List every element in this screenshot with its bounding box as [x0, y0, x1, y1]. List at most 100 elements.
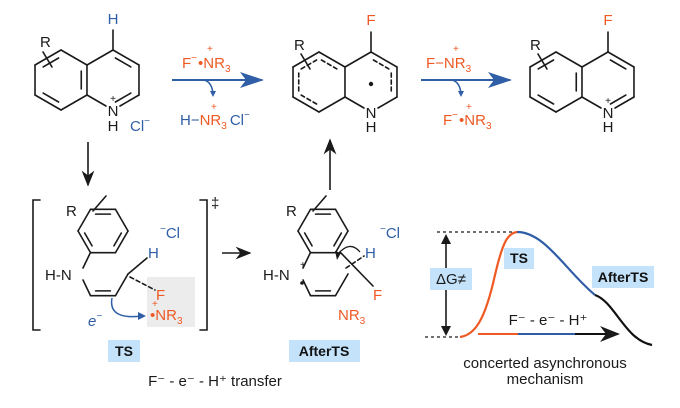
fluoroquinolinium-product: F R N + H	[530, 12, 613, 136]
ring-bond	[334, 273, 349, 297]
nh-atom: H	[366, 119, 377, 136]
proton-arrowhead	[335, 251, 341, 260]
nh-atom: H	[603, 119, 614, 136]
ts-label-bg	[504, 248, 534, 269]
ring-bond	[292, 96, 320, 113]
n-charge: +	[300, 260, 306, 271]
barrier-label: ΔG≠	[436, 271, 466, 288]
c2-n-bond	[82, 279, 92, 297]
c8a-n-bond	[82, 251, 92, 269]
energy-ts-label: TS	[510, 250, 528, 266]
after-transition-state: R H‑N + H F NR3 −Cl AfterTS	[263, 203, 400, 362]
curve-electron-segment	[516, 230, 596, 296]
curve-proton-segment	[594, 293, 653, 347]
barrier-arrowhead-up	[441, 234, 451, 244]
c2-n-bond	[302, 279, 312, 297]
ring-bond	[318, 96, 346, 113]
r-substituent: R	[286, 203, 297, 220]
ring-bond	[555, 51, 583, 68]
energy-afterts-label: AfterTS	[598, 269, 649, 285]
ts-label: TS	[115, 343, 133, 359]
ring-bond	[60, 94, 88, 111]
ring-bond	[370, 51, 398, 68]
ring-bond	[529, 51, 557, 68]
n-atom: N	[366, 105, 377, 122]
h-atom: H	[148, 245, 159, 262]
ring-bond	[114, 230, 129, 254]
left-bracket	[32, 199, 41, 331]
mechanism-caption-line1: concerted asynchronous	[463, 355, 626, 372]
c2-n-bond	[377, 96, 398, 109]
double-bond-inner	[114, 57, 132, 68]
ring-bond	[77, 208, 92, 232]
afterts-label-bg	[592, 266, 654, 288]
ammonium-charge: +	[211, 102, 217, 113]
ring-bond	[318, 51, 346, 68]
double-bond-inner	[333, 232, 343, 247]
electron-transfer-arrow	[110, 297, 143, 318]
right-bracket	[199, 199, 208, 331]
cl-charge: −	[144, 116, 150, 127]
double-bond-inner	[42, 57, 60, 68]
f-atom: F	[603, 12, 612, 29]
electron-label: e−	[88, 311, 102, 330]
r-substituent-bond	[537, 53, 548, 70]
byproduct-arrowhead	[458, 91, 464, 97]
afterts-label-bg	[289, 340, 360, 362]
ring-bond	[34, 49, 62, 66]
c8a-n-bond	[344, 96, 365, 109]
r-substituent: R	[530, 37, 541, 54]
delocalized-bond	[372, 59, 390, 70]
ring-bond	[86, 49, 114, 66]
ring-bond	[114, 273, 129, 297]
aminium-charge: +	[152, 299, 158, 310]
ring-bond	[344, 51, 372, 68]
n-charge: +	[110, 94, 116, 105]
ring-bond	[334, 208, 349, 232]
n-charge: +	[605, 96, 611, 107]
r-substituent-bond	[312, 195, 327, 212]
double-bond-inner	[303, 232, 313, 247]
h-atom: H	[365, 245, 376, 262]
double-bond-inner	[537, 59, 555, 70]
double-bond-inner	[609, 59, 627, 70]
curve-fluoride-segment	[459, 230, 518, 339]
r-substituent: R	[294, 37, 305, 54]
amine: NR3	[338, 307, 366, 327]
ring-bond	[292, 51, 320, 68]
step2-arrow: F−NR3 + F−•NR3 +	[421, 44, 512, 132]
double-bond-inner	[113, 232, 123, 247]
ring-bond	[529, 96, 557, 113]
n-atom: N	[603, 105, 614, 122]
double-bond-inner	[83, 232, 93, 247]
ring-bond	[334, 230, 349, 254]
chloride: Cl−	[130, 116, 150, 135]
delocalized-bond	[320, 59, 338, 70]
energy-profile: ΔG≠ TS AfterTS F⁻ - e⁻ - H⁺ concerted as…	[425, 230, 654, 388]
c-f-bond	[339, 251, 374, 287]
r-substituent-bond	[300, 53, 311, 70]
c8a-n-bond	[86, 94, 107, 107]
c8a-n-bond	[302, 251, 312, 269]
quinolinium-starting-material: H R N + H Cl−	[40, 11, 150, 135]
h-atom: H	[108, 11, 119, 28]
double-bond-inner	[114, 92, 132, 103]
ring-bond	[77, 230, 92, 254]
barrier-arrowhead-down	[441, 326, 451, 336]
r-substituent: R	[66, 203, 77, 220]
bond-layer	[34, 49, 635, 297]
ring-bond	[297, 230, 312, 254]
f-atom: F	[373, 287, 382, 304]
h-n-group: H‑N	[263, 267, 290, 284]
double-bond-inner	[537, 94, 555, 105]
r-substituent-bond	[42, 51, 53, 68]
proton-curved-arrow	[337, 245, 361, 255]
reagent-charge: +	[453, 44, 459, 55]
f-atom: F	[156, 287, 165, 304]
ring-bond	[607, 51, 635, 68]
ring-bond	[60, 49, 88, 66]
c2-n-bond	[614, 96, 635, 109]
chloride: −Cl	[380, 224, 400, 242]
byproduct-fluoride-aminium-radical: F−•NR3	[443, 110, 492, 132]
